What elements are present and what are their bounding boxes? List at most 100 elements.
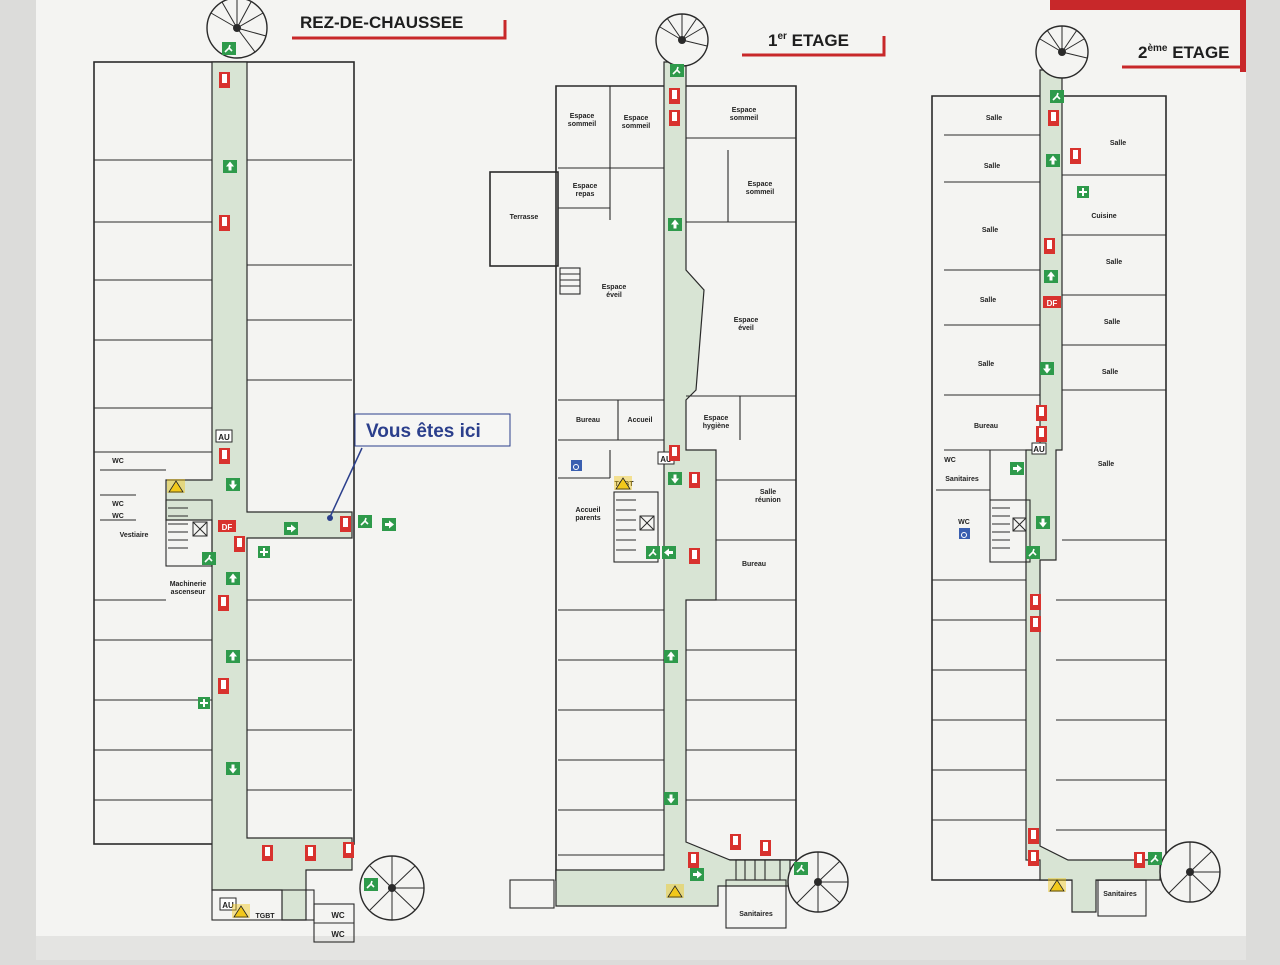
floor-rdc: REZ-DE-CHAUSSEE bbox=[93, 0, 511, 943]
you-are-here-dot bbox=[327, 515, 333, 521]
spiral-staircase-icon bbox=[359, 855, 425, 921]
hazard-icon bbox=[232, 904, 250, 918]
label-wc: WC bbox=[112, 501, 124, 508]
emergency-exit-icon bbox=[364, 878, 378, 891]
first-aid-icon bbox=[198, 697, 210, 709]
label-tgbt: TGBT bbox=[255, 913, 275, 920]
fire-extinguisher-icon bbox=[218, 595, 229, 611]
emergency-exit-icon bbox=[1148, 852, 1162, 865]
arrow-icon bbox=[1040, 362, 1054, 375]
first-aid-icon bbox=[1077, 186, 1089, 198]
label-espace: Espace bbox=[573, 183, 598, 190]
emergency-exit-icon bbox=[358, 515, 372, 528]
floor-2: 2ème ETAGE bbox=[931, 25, 1240, 917]
label-parents: parents bbox=[575, 515, 600, 522]
label-sanitaires: Sanitaires bbox=[945, 476, 979, 483]
floor-title-rdc: REZ-DE-CHAUSSEE bbox=[300, 13, 463, 32]
label-vestiaire: Vestiaire bbox=[120, 532, 149, 539]
label-accueil: Accueil bbox=[576, 507, 601, 514]
label-espace: Espace bbox=[704, 415, 729, 422]
label-wc: WC bbox=[331, 911, 345, 920]
label-df: DF bbox=[222, 523, 233, 532]
fire-extinguisher-icon bbox=[1030, 594, 1041, 610]
arrow-icon bbox=[226, 478, 240, 491]
label-ascenseur: ascenseur bbox=[171, 589, 206, 596]
label-salle: Salle bbox=[1102, 369, 1118, 376]
arrow-icon bbox=[226, 572, 240, 585]
label-sommeil: sommeil bbox=[622, 123, 650, 130]
arrow-icon bbox=[668, 218, 682, 231]
fire-extinguisher-icon bbox=[689, 472, 700, 488]
spiral-staircase-icon bbox=[787, 851, 849, 913]
stair-core-rdc bbox=[165, 499, 213, 567]
fire-extinguisher-icon bbox=[1028, 828, 1039, 844]
label-salle: Salle bbox=[1110, 140, 1126, 147]
label-wc: WC bbox=[944, 457, 956, 464]
label-espace: Espace bbox=[732, 107, 757, 114]
spiral-staircase-icon bbox=[1159, 841, 1221, 903]
room-walls-1 bbox=[558, 86, 796, 856]
label-salle: Salle bbox=[1106, 259, 1122, 266]
arrow-icon bbox=[1044, 270, 1058, 283]
left-box-1 bbox=[509, 879, 555, 909]
stair-steps-bottom-1 bbox=[735, 859, 781, 881]
arrow-icon bbox=[662, 546, 676, 559]
label-sommeil: sommeil bbox=[746, 189, 774, 196]
wheelchair-icon bbox=[571, 460, 582, 471]
arrow-icon bbox=[223, 160, 237, 173]
emergency-exit-icon bbox=[202, 552, 216, 565]
stair-core-2 bbox=[989, 499, 1031, 563]
fire-extinguisher-icon bbox=[1036, 405, 1047, 421]
fire-extinguisher-icon bbox=[1028, 850, 1039, 866]
label-wc: WC bbox=[112, 458, 124, 465]
label-machinerie: Machinerie bbox=[170, 581, 207, 588]
label-wc: WC bbox=[331, 930, 345, 939]
spiral-staircase-icon bbox=[1035, 25, 1089, 79]
floor-title-2: 2ème ETAGE bbox=[1138, 43, 1230, 62]
label-salle: Salle bbox=[982, 227, 998, 234]
arrow-icon bbox=[226, 762, 240, 775]
fire-extinguisher-icon bbox=[234, 536, 245, 552]
red-title-band-edge bbox=[1240, 0, 1246, 72]
label-hygiene: hygiène bbox=[703, 423, 730, 430]
arrow-icon bbox=[226, 650, 240, 663]
fire-extinguisher-icon bbox=[1134, 852, 1145, 868]
arrow-icon bbox=[1036, 516, 1050, 529]
au-box bbox=[219, 897, 237, 911]
stair-steps-terrasse bbox=[559, 267, 581, 295]
bottom-annex-rdc bbox=[211, 889, 315, 921]
df-box bbox=[1043, 296, 1061, 308]
stair-steps-2 bbox=[992, 507, 1010, 549]
board-bottom-shadow bbox=[36, 936, 1246, 960]
label-sommeil: sommeil bbox=[730, 115, 758, 122]
label-au: AU bbox=[218, 433, 230, 442]
spiral-staircase-icon bbox=[206, 0, 268, 59]
label-sommeil: sommeil bbox=[568, 121, 596, 128]
label-salle: Salle bbox=[1104, 319, 1120, 326]
label-espace: Espace bbox=[570, 113, 595, 120]
label-salle: Salle bbox=[984, 163, 1000, 170]
fire-extinguisher-icon bbox=[1036, 426, 1047, 442]
hazard-icon bbox=[614, 476, 632, 490]
red-title-band bbox=[1050, 0, 1246, 72]
label-bureau: Bureau bbox=[974, 423, 998, 430]
arrow-icon bbox=[1046, 154, 1060, 167]
arrow-icon bbox=[284, 522, 298, 535]
floor-title-1: 1er ETAGE bbox=[768, 31, 849, 50]
fire-extinguisher-icon bbox=[305, 845, 316, 861]
label-salle: Salle bbox=[978, 361, 994, 368]
hazard-icon bbox=[167, 479, 185, 493]
df-box bbox=[218, 520, 236, 532]
emergency-exit-icon bbox=[1050, 90, 1064, 103]
arrow-icon bbox=[668, 472, 682, 485]
label-repas: repas bbox=[576, 191, 595, 198]
room-walls-2 bbox=[932, 134, 1166, 831]
label-bureau: Bureau bbox=[742, 561, 766, 568]
fire-extinguisher-icon bbox=[218, 678, 229, 694]
label-espace: Espace bbox=[624, 115, 649, 122]
fire-extinguisher-icon bbox=[669, 445, 680, 461]
first-aid-icon bbox=[258, 546, 270, 558]
terrasse-1 bbox=[489, 171, 559, 267]
label-sanitaires: Sanitaires bbox=[739, 911, 773, 918]
